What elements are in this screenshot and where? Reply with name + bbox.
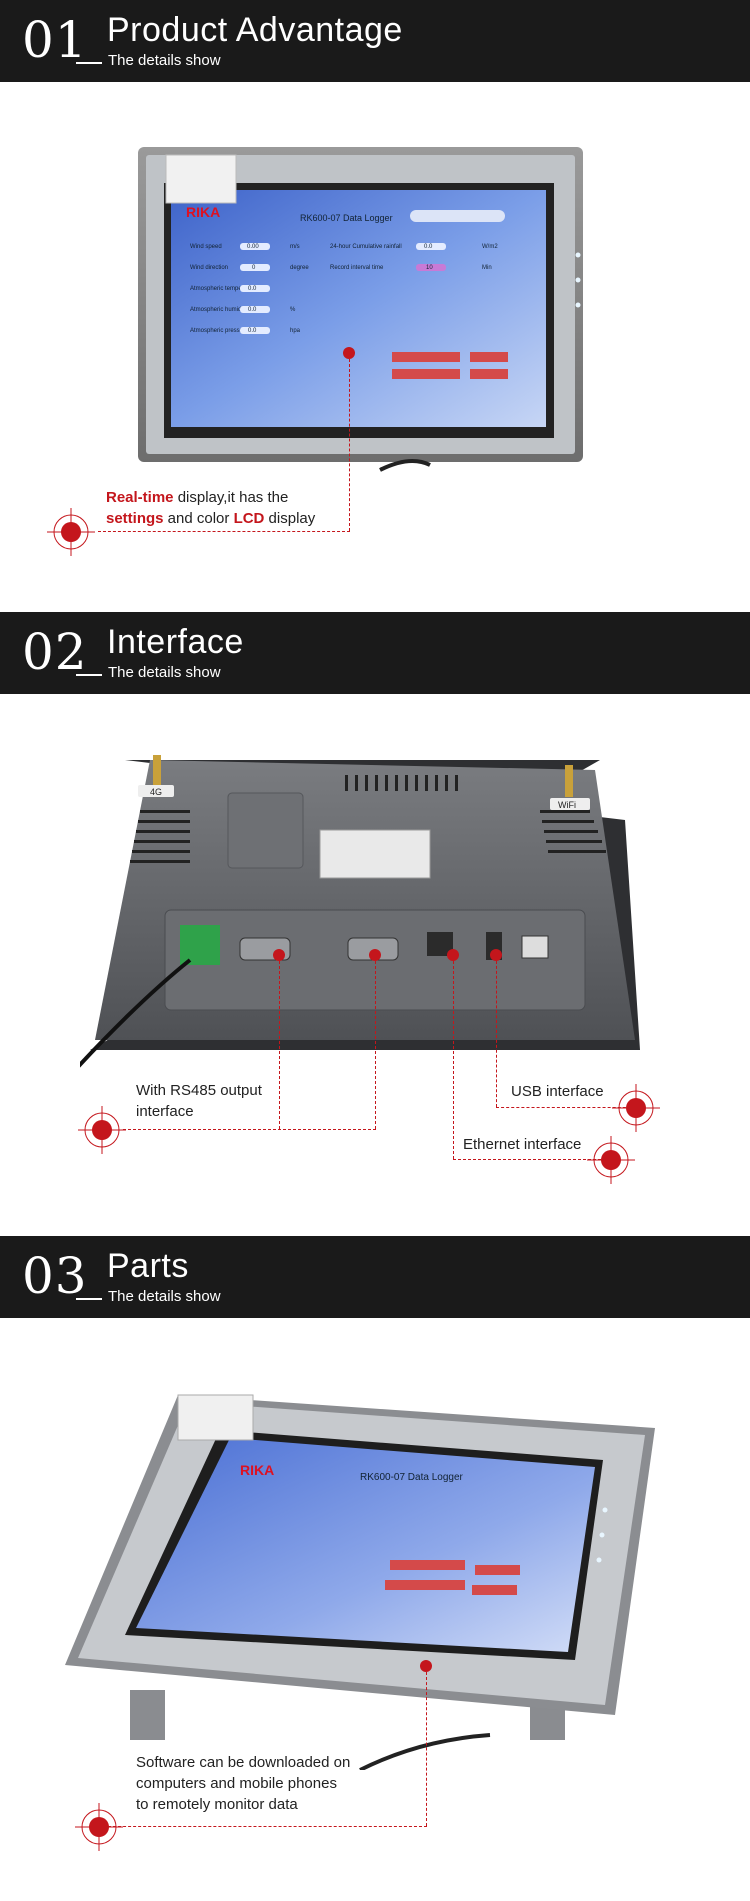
- callout-text: and color: [163, 510, 234, 527]
- section-subtitle: The details show: [108, 52, 221, 69]
- svg-text:Min: Min: [482, 265, 492, 271]
- svg-text:0: 0: [252, 265, 256, 271]
- svg-text:m/s: m/s: [290, 244, 300, 250]
- angled-product-image: RIKA RK600-07 Data Logger: [65, 1394, 655, 1770]
- section-subtitle: The details show: [108, 1288, 221, 1305]
- section-number: 03: [22, 1247, 88, 1305]
- antenna-label-left: 4G: [150, 787, 162, 797]
- section-banner-03: 03 Parts The details show: [0, 1236, 750, 1318]
- callout-line: [496, 961, 497, 1107]
- callout-line-text: to remotely monitor data: [136, 1796, 298, 1813]
- target-icon: [47, 508, 95, 556]
- callout-dot: [369, 949, 381, 961]
- callout-text: display: [264, 510, 316, 527]
- target-icon: [78, 1106, 126, 1154]
- callout-line: [123, 1129, 376, 1130]
- svg-text:0.0: 0.0: [248, 286, 257, 292]
- target-icon: [612, 1084, 660, 1132]
- rear-panel-product-image: 4G WiFi: [80, 755, 640, 1068]
- svg-text:%: %: [290, 307, 296, 313]
- svg-text:0.0: 0.0: [424, 244, 433, 250]
- callout-line: [98, 531, 350, 532]
- callout-line: [98, 1826, 427, 1827]
- svg-text:0.0: 0.0: [248, 307, 257, 313]
- callout-text-ethernet: Ethernet interface: [463, 1136, 582, 1153]
- callout-line: [349, 359, 350, 531]
- section-subtitle: The details show: [108, 664, 221, 681]
- section-title: Parts: [107, 1247, 189, 1285]
- callout-dot: [343, 347, 355, 359]
- callout-line-text: computers and mobile phones: [136, 1775, 337, 1792]
- svg-text:0.0: 0.0: [248, 328, 257, 334]
- svg-text:Atmospheric temperature: Atmospheric temperature: [190, 286, 258, 292]
- highlight-word: settings: [106, 510, 164, 527]
- callout-dot: [490, 949, 502, 961]
- section-banner-02: 02 Interface The details show: [0, 612, 750, 694]
- screen-header: RK600-07 Data Logger: [300, 213, 393, 223]
- antenna-label-right: WiFi: [558, 800, 576, 810]
- svg-text:W/m2: W/m2: [482, 244, 498, 250]
- svg-text:Wind direction: Wind direction: [190, 265, 228, 271]
- section-number: 01: [22, 11, 88, 69]
- svg-text:Atmospheric humidity: Atmospheric humidity: [190, 307, 247, 313]
- svg-text:degree: degree: [290, 265, 309, 271]
- callout-line: [375, 961, 376, 1129]
- callout-text-software: Software can be downloaded on computers …: [136, 1752, 396, 1815]
- highlight-word: Real-time: [106, 489, 174, 506]
- svg-text:10: 10: [426, 265, 433, 271]
- callout-text: display,it has the: [173, 489, 289, 506]
- underline-bar: [76, 674, 102, 676]
- svg-text:24-hour Cumulative rainfall: 24-hour Cumulative rainfall: [330, 244, 402, 250]
- section-title: Product Advantage: [107, 11, 403, 49]
- section-title: Interface: [107, 623, 244, 661]
- callout-text-rs485: With RS485 output interface: [136, 1082, 262, 1120]
- callout-line: [279, 961, 280, 1129]
- callout-line: [426, 1672, 427, 1826]
- svg-text:Atmospheric pressure: Atmospheric pressure: [190, 328, 249, 334]
- svg-text:RIKA: RIKA: [240, 1462, 274, 1478]
- callout-dot: [447, 949, 459, 961]
- target-icon: [75, 1803, 123, 1851]
- callout-line: [496, 1107, 636, 1108]
- section-banner-01: 01 Product Advantage The details show: [0, 0, 750, 82]
- underline-bar: [76, 1298, 102, 1300]
- section-number: 02: [22, 623, 88, 681]
- callout-text-realtime: Real-time display,it has the settings an…: [106, 487, 346, 529]
- callout-dot: [273, 949, 285, 961]
- underline-bar: [76, 62, 102, 64]
- callout-text-usb: USB interface: [511, 1083, 604, 1100]
- svg-text:RK600-07 Data Logger: RK600-07 Data Logger: [360, 1472, 464, 1483]
- svg-text:Wind speed: Wind speed: [190, 244, 222, 250]
- svg-text:hpa: hpa: [290, 328, 301, 334]
- target-icon: [587, 1136, 635, 1184]
- svg-text:0.00: 0.00: [247, 244, 259, 250]
- svg-text:Record interval time: Record interval time: [330, 265, 384, 271]
- callout-dot: [420, 1660, 432, 1672]
- callout-line: [453, 1159, 611, 1160]
- callout-line-text: Software can be downloaded on: [136, 1754, 351, 1771]
- callout-line: [453, 961, 454, 1159]
- highlight-word: LCD: [233, 510, 265, 527]
- screen-brand: RIKA: [186, 204, 220, 220]
